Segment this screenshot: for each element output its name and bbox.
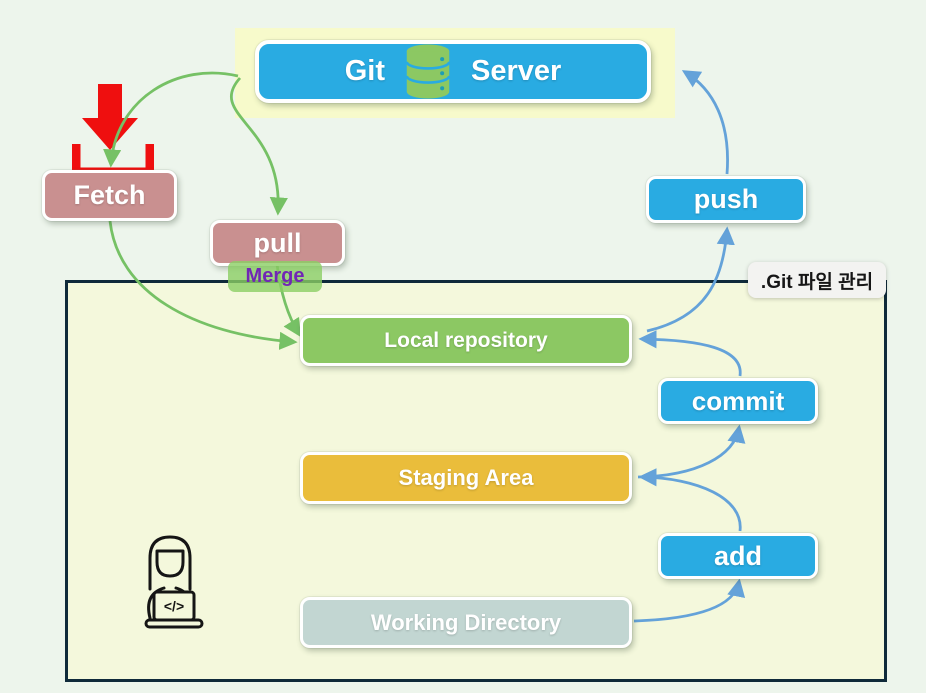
arrow-push-to-server xyxy=(681,70,729,175)
node-pull: pull xyxy=(210,220,345,266)
local-repository-label: Local repository xyxy=(384,328,548,352)
zone-note: .Git 파일 관리 xyxy=(748,262,886,298)
git-server-word2: Server xyxy=(470,55,562,87)
push-label: push xyxy=(693,184,759,214)
database-icon xyxy=(405,44,451,99)
working-directory-label: Working Directory xyxy=(370,609,562,635)
node-commit: commit xyxy=(658,378,818,424)
laptop-base xyxy=(144,618,204,629)
pull-label: pull xyxy=(253,227,302,258)
hair-outline xyxy=(148,535,192,591)
zone-note-label: .Git 파일 관리 xyxy=(760,271,874,293)
git-server-word1: Git xyxy=(344,55,385,87)
merge-label: Merge xyxy=(245,265,305,287)
laptop-code-glyph: </> xyxy=(164,598,184,614)
node-git-server: Git Server xyxy=(255,40,651,103)
download-icon xyxy=(72,84,154,180)
node-push: push xyxy=(646,176,806,223)
developer-icon: </> xyxy=(128,526,212,630)
staging-area-label: Staging Area xyxy=(398,465,534,490)
add-label: add xyxy=(713,540,762,571)
node-working-directory: Working Directory xyxy=(300,597,632,648)
commit-label: commit xyxy=(691,385,785,416)
node-staging-area: Staging Area xyxy=(300,452,632,504)
node-add: add xyxy=(658,533,818,579)
fetch-label: Fetch xyxy=(73,180,146,210)
node-fetch: Fetch xyxy=(42,170,177,221)
merge-chip: Merge xyxy=(228,261,322,292)
node-local-repository: Local repository xyxy=(300,315,632,366)
face-outline xyxy=(155,549,185,578)
